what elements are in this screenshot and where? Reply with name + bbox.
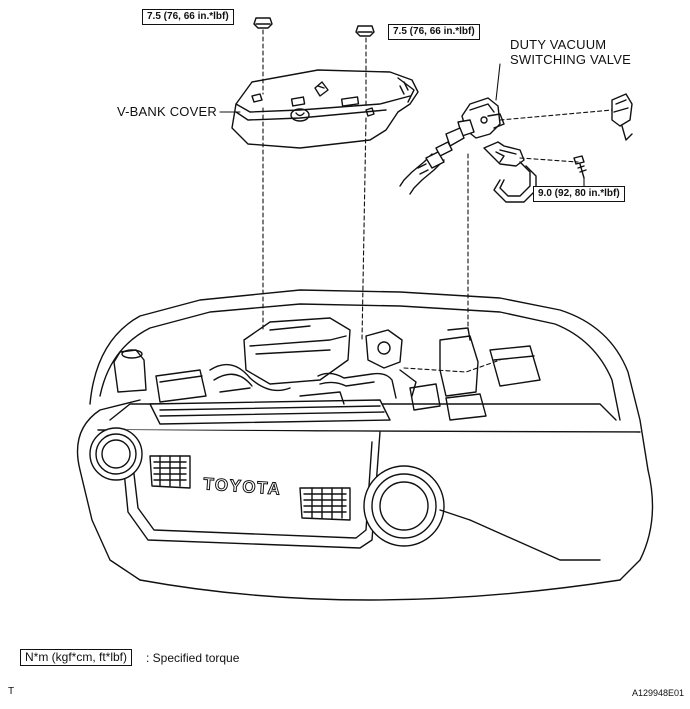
corner-mark-left: T	[8, 686, 15, 697]
callout-valve-line1: DUTY VACUUM	[510, 37, 607, 52]
vehicle-body	[76, 289, 654, 601]
callout-vbank-cover: V-BANK COVER	[117, 104, 217, 119]
vbank-cover-part	[231, 69, 419, 149]
callout-valve-line2: SWITCHING VALVE	[510, 52, 631, 67]
torque-label-valve-bolt: 9.0 (92, 80 in.*lbf)	[533, 186, 625, 202]
torque-label-vbank-right: 7.5 (76, 66 in.*lbf)	[388, 24, 480, 40]
vbank-nut-left	[253, 17, 273, 29]
legend-description: : Specified torque	[146, 651, 240, 665]
leader-lines	[262, 29, 613, 373]
vbank-nut-right	[355, 25, 375, 37]
grille-logo-text: TOYOTA	[203, 474, 282, 498]
duty-vacuum-switching-valve-part	[399, 93, 633, 203]
torque-label-vbank-left: 7.5 (76, 66 in.*lbf)	[142, 9, 234, 25]
figure-id: A129948E01	[631, 688, 684, 698]
legend-unit-box: N*m (kgf*cm, ft*lbf)	[20, 649, 133, 666]
engine-bay	[113, 317, 541, 425]
